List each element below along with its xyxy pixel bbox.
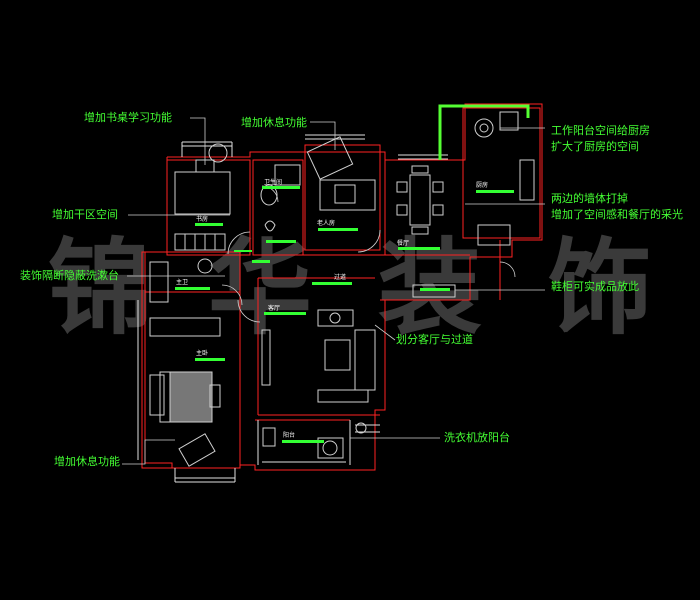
room-label-kitchen: 厨房 (476, 182, 489, 189)
annotation-dry-area: 增加干区空间 (52, 208, 118, 221)
annotation-shoe-cabinet: 鞋柜可实成品放此 (551, 280, 639, 293)
watermark-char-1: 锦 (48, 226, 153, 349)
annotation-rest-function-bottom: 增加休息功能 (54, 455, 120, 468)
kitchen-balcony-wall (438, 104, 530, 160)
annotation-rest-function-top: 增加休息功能 (241, 116, 307, 129)
room-label-living: 客厅 (268, 305, 281, 312)
door-swings (221, 185, 516, 323)
label-bars (175, 186, 514, 443)
room-label-corridor: 过道 (334, 274, 347, 281)
annotation-study-desk: 增加书桌学习功能 (84, 111, 172, 124)
room-label-balcony: 阳台 (283, 432, 296, 439)
room-label-study: 书房 (196, 216, 209, 223)
room-label-bathroom: 卫生间 (264, 179, 283, 186)
annotation-decor-partition: 装饰隔断隐蔽洗漱台 (20, 269, 119, 282)
room-label-elderly-room: 老人房 (317, 220, 336, 227)
room-label-master-bedroom: 主卧 (196, 350, 209, 357)
annotation-washer-balcony: 洗衣机放阳台 (444, 431, 510, 444)
room-label-dining: 餐厅 (397, 240, 410, 247)
wall-outlines (141, 103, 543, 471)
leader-lines (122, 117, 545, 465)
furniture-symbols (149, 111, 535, 467)
watermark-char-4: 饰 (548, 226, 653, 349)
window-lines (137, 134, 448, 483)
room-label-master-bath: 主卫 (176, 279, 189, 286)
annotation-walls-removed-1: 两边的墙体打掉 (551, 192, 628, 205)
annotation-work-balcony-1: 工作阳台空间给厨房 (551, 124, 650, 137)
annotation-walls-removed-2: 增加了空间感和餐厅的采光 (551, 208, 683, 221)
annotation-work-balcony-2: 扩大了厨房的空间 (551, 140, 639, 153)
annotation-divide-living: 划分客厅与过道 (396, 333, 473, 346)
